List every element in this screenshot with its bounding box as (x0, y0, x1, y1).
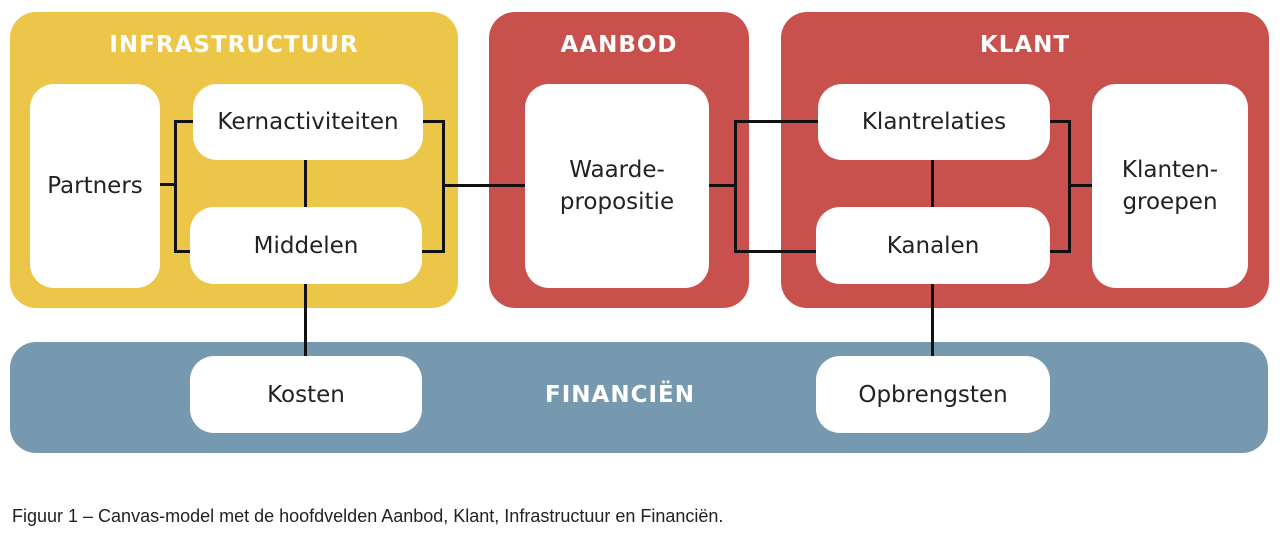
connector-left-bracket-top (174, 120, 194, 123)
connector-aanbod-klant (708, 184, 736, 187)
figure-caption: Figuur 1 – Canvas-model met de hoofdveld… (12, 506, 724, 526)
connector-left-bracket-bottom (174, 250, 194, 253)
waardepropositie-block: Waarde- propositie (525, 84, 709, 288)
connector-kern-middelen (304, 160, 307, 210)
klant-title: KLANT (979, 32, 1071, 58)
connector-klant-left-top (734, 120, 820, 123)
financien-title: FINANCIËN (545, 382, 695, 408)
connector-kanalen-opbrengsten (931, 284, 934, 356)
kosten-block: Kosten (190, 356, 422, 433)
connector-klant-right-bottom (1048, 250, 1070, 253)
connector-right-bracket-top (422, 120, 444, 123)
connector-klant-left-vertical (734, 120, 737, 253)
infrastructuur-title: INFRASTRUCTUUR (109, 32, 359, 58)
connector-partners (160, 183, 176, 186)
klantrelaties-block: Klantrelaties (818, 84, 1050, 160)
connector-relaties-kanalen (931, 160, 934, 210)
connector-klant-right-top (1048, 120, 1070, 123)
connector-infra-aanbod (442, 184, 526, 187)
partners-block: Partners (30, 84, 160, 288)
opbrengsten-block: Opbrengsten (816, 356, 1050, 433)
kanalen-block: Kanalen (816, 207, 1050, 284)
aanbod-title: AANBOD (560, 32, 678, 58)
connector-left-bracket-vertical (174, 120, 177, 253)
connector-klant-left-bottom (734, 250, 820, 253)
kernactiviteiten-block: Kernactiviteiten (193, 84, 423, 160)
klantengroepen-block: Klanten- groepen (1092, 84, 1248, 288)
connector-klantengroepen (1068, 184, 1092, 187)
connector-right-bracket-bottom (422, 250, 444, 253)
connector-middelen-kosten (304, 284, 307, 356)
middelen-block: Middelen (190, 207, 422, 284)
